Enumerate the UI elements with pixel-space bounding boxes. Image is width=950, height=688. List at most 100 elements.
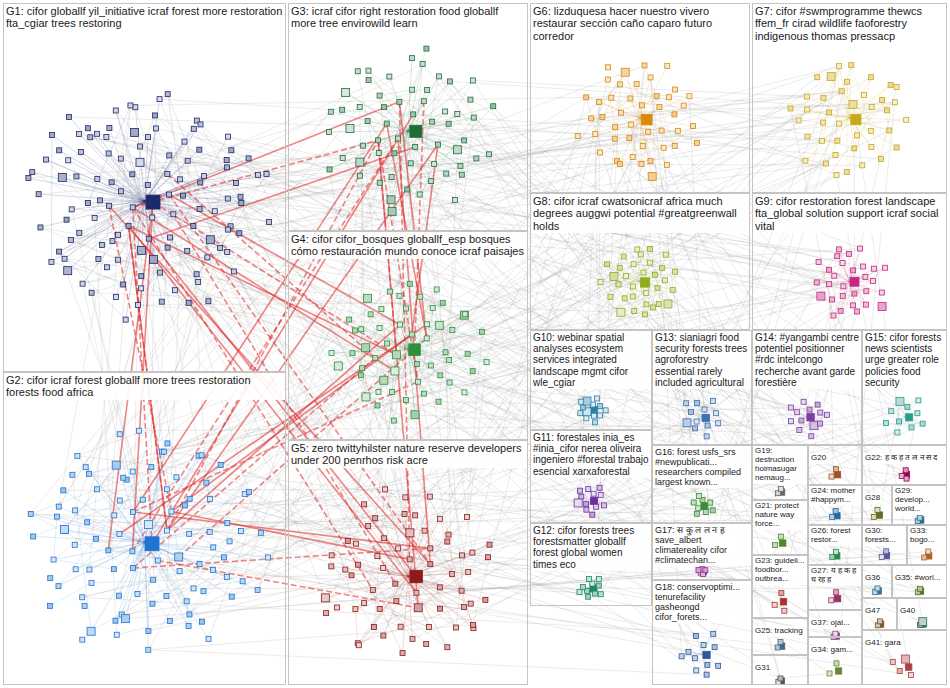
group-label: G16: forest usfs_srs #newpublicati... re… (653, 446, 751, 488)
vertex-square (387, 289, 392, 294)
vertex-square (820, 138, 825, 143)
vertex-square (106, 151, 111, 156)
vertex-square (225, 196, 230, 201)
vertex-square (703, 510, 708, 515)
vertex-square (205, 255, 210, 260)
vertex-square (137, 246, 145, 254)
vertex-square (447, 380, 452, 385)
edge-line (145, 99, 160, 201)
vertex-square (233, 181, 238, 186)
vertex-square (909, 425, 914, 430)
vertex-square (150, 601, 155, 606)
vertex-square (362, 393, 370, 401)
vertex-square (357, 104, 362, 109)
vertex-square (655, 286, 660, 291)
vertex-square (413, 144, 418, 149)
vertex-square (414, 590, 419, 595)
vertex-square (663, 278, 668, 283)
vertex-square (435, 142, 440, 147)
strong-edge (133, 548, 430, 568)
vertex-square (255, 588, 260, 593)
vertex-square (877, 619, 882, 624)
vertex-square (411, 112, 416, 117)
vertex-square (818, 410, 823, 415)
vertex-square (833, 467, 838, 472)
vertex-square (644, 291, 649, 296)
edge-line (194, 129, 921, 520)
vertex-square (598, 592, 603, 597)
vertex-square (862, 93, 867, 98)
vertex-square (133, 105, 138, 110)
vertex-square (686, 649, 691, 654)
edge-line (366, 397, 836, 636)
vertex-square (371, 624, 376, 629)
vertex-square (111, 567, 116, 572)
vertex-square (428, 363, 433, 368)
vertex-square (878, 157, 883, 162)
vertex-square (413, 513, 418, 518)
vertex-square (350, 351, 355, 356)
vertex-square (82, 603, 87, 608)
edge-line (102, 245, 778, 493)
edge-line (493, 106, 781, 489)
vertex-square (198, 122, 203, 127)
vertex-square (851, 268, 856, 273)
group-box: G26: forest restor... (808, 525, 862, 565)
vertex-square (153, 113, 158, 118)
group-label: G41: gara (863, 638, 903, 649)
vertex-square (199, 453, 204, 458)
vertex-square (410, 636, 415, 641)
edge-line (329, 132, 695, 428)
vertex-square (621, 68, 629, 76)
group-box: G25: tracking (752, 618, 808, 655)
vertex-square (397, 293, 402, 298)
vertex-square (870, 279, 875, 284)
vertex-square (612, 136, 617, 141)
vertex-square (411, 411, 419, 419)
vertex-square (140, 497, 145, 502)
vertex-square (229, 594, 234, 599)
vertex-square (167, 153, 172, 158)
vertex-square (597, 485, 602, 490)
vertex-square (654, 94, 659, 99)
vertex-square (131, 566, 136, 571)
vertex-square (362, 344, 370, 352)
group-box: G41: gara (862, 630, 947, 685)
vertex-square (833, 631, 838, 636)
vertex-square (324, 611, 329, 616)
vertex-square (840, 261, 845, 266)
vertex-square (226, 134, 231, 139)
vertex-square (409, 56, 414, 61)
group-box: G20 (808, 445, 862, 485)
group-label: G1: cifor globallf yil_initiative icraf … (4, 4, 285, 31)
vertex-square (890, 660, 895, 665)
vertex-square (264, 171, 269, 176)
vertex-square (153, 126, 158, 131)
vertex-square (598, 150, 603, 155)
vertex-square (834, 472, 840, 478)
vertex-square (56, 504, 61, 509)
vertex-square (825, 412, 830, 417)
group-label: G36 (863, 573, 882, 584)
vertex-square (584, 501, 589, 506)
vertex-square (462, 605, 467, 610)
vertex-square (586, 594, 591, 599)
vertex-square (834, 173, 839, 178)
vertex-square (616, 282, 621, 287)
edge-line (410, 284, 468, 572)
vertex-square (577, 488, 582, 493)
vertex-square (445, 645, 450, 650)
vertex-square (321, 594, 329, 602)
vertex-square (146, 236, 151, 241)
vertex-square (809, 434, 814, 439)
vertex-square (889, 409, 894, 414)
vertex-square (584, 416, 589, 421)
group-box: G18: conservoptimi... tenurefacility gas… (652, 580, 752, 685)
vertex-square (841, 284, 846, 289)
vertex-square (851, 115, 861, 125)
vertex-square (72, 542, 77, 547)
edge-line (202, 455, 580, 592)
vertex-square (131, 510, 136, 515)
vertex-square (851, 303, 856, 308)
edge-line (408, 576, 447, 647)
